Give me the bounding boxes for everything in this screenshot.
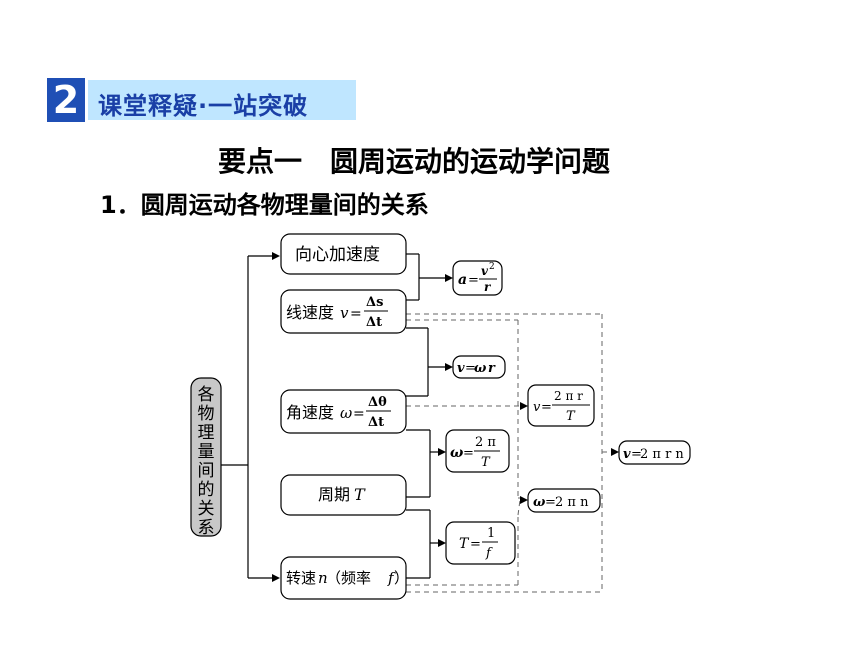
diagram-label: 角速度	[286, 403, 334, 422]
diagram-label: Δt	[366, 315, 382, 330]
arrowhead	[438, 539, 446, 547]
diagram-label: 2 π n	[555, 495, 589, 510]
diagram-label: ）	[394, 569, 409, 587]
diagram-label: T	[481, 455, 491, 470]
diagram-label: T	[566, 409, 576, 424]
diagram-label: ω	[533, 495, 546, 510]
connector-line	[517, 499, 521, 516]
diagram-label: 2 π	[475, 435, 496, 450]
diagram-label: T	[459, 536, 470, 552]
node-rotation-speed: 转速 n （频率 f ）	[280, 556, 409, 600]
diagram-label: =	[463, 446, 474, 461]
diagram-label: =	[545, 495, 556, 510]
diagram-label: f	[387, 569, 396, 587]
diagram-label: （频率	[326, 569, 371, 587]
diagram-label: 转速	[286, 569, 316, 587]
diagram-box	[280, 233, 407, 275]
diagram-box	[280, 556, 407, 600]
connector-lines	[221, 253, 446, 579]
formula-a-equals-v2-over-r: a = v 2 r	[452, 260, 503, 296]
diagram-box	[452, 260, 503, 296]
diagram-label: v	[533, 400, 541, 415]
diagram-label: 2 π r	[554, 389, 583, 403]
diagram-label: v	[623, 447, 631, 462]
formula-omega-equals-2pin: ω = 2 π n	[527, 488, 601, 513]
arrowhead	[438, 448, 446, 456]
diagram-label: =	[465, 361, 476, 376]
diagram-box	[280, 289, 407, 334]
root-node: 各 物 理 量 间 的 关 系	[190, 377, 222, 538]
node-centripetal-acceleration: 向心加速度	[280, 233, 407, 275]
diagram-box	[452, 355, 506, 379]
diagram-label: =	[353, 406, 365, 422]
diagram-label: ω	[474, 361, 487, 376]
diagram-box	[280, 474, 407, 516]
arrowhead	[520, 496, 528, 504]
root-char: 的	[198, 480, 215, 500]
root-char: 理	[198, 423, 215, 443]
section-title-banner: 课堂释疑·一站突破	[88, 80, 356, 120]
section-title: 课堂释疑·一站突破	[98, 92, 309, 120]
diagram-label: r	[484, 280, 492, 294]
diagram-label: 周期	[318, 485, 350, 504]
diagram-label: 向心加速度	[295, 245, 380, 265]
diagram-box	[527, 488, 601, 513]
root-char: 物	[198, 404, 215, 424]
diagram-label: =	[541, 400, 552, 415]
diagram-label: 1	[487, 526, 495, 541]
formula-T-equals-1-over-f: T = 1 f	[445, 521, 516, 565]
diagram-label: v	[457, 361, 465, 376]
diagram-label: =	[470, 537, 481, 552]
diagram-box	[280, 389, 407, 434]
arrowhead	[445, 274, 453, 282]
diagram-label: n	[318, 569, 328, 587]
subheading: 1．圆周运动各物理量间的关系	[100, 191, 429, 219]
arrowhead	[520, 402, 528, 410]
node-period: 周期 T	[280, 474, 407, 516]
root-char: 量	[198, 442, 215, 462]
diagram-label: =	[468, 273, 479, 288]
diagram-label: 2	[489, 262, 495, 272]
diagram-label: f	[485, 546, 493, 561]
diagram-label: Δs	[366, 295, 383, 310]
arrowhead	[611, 448, 619, 456]
section-number-badge: 2	[47, 78, 85, 122]
formula-v-equals-2pirn: v = 2 π r n	[618, 440, 691, 465]
diagram-label: =	[350, 306, 362, 322]
dashed-lines	[406, 313, 612, 593]
diagram-label: T	[354, 485, 366, 504]
diagram-label: a	[458, 272, 467, 288]
diagram-label: Δt	[368, 415, 384, 430]
diagram-label: Δθ	[368, 395, 387, 410]
diagram-box	[190, 377, 222, 537]
node-linear-speed: 线速度 v = Δs Δt	[280, 289, 407, 334]
formula-omega-equals-2pi-over-T: ω = 2 π T	[445, 429, 510, 473]
diagram-label: v	[481, 264, 489, 278]
diagram-label: =	[631, 447, 642, 462]
diagram-label: r	[488, 361, 496, 376]
root-char: 各	[198, 385, 215, 405]
arrowhead	[272, 252, 280, 260]
root-char: 系	[198, 518, 215, 538]
node-angular-speed: 角速度 ω = Δθ Δt	[280, 389, 407, 434]
root-char: 间	[198, 461, 215, 481]
diagram-label: v	[340, 304, 349, 322]
formula-v-equals-2pir-over-T: v = 2 π r T	[527, 384, 595, 427]
diagram-label: ω	[450, 445, 464, 461]
diagram-box	[618, 440, 691, 465]
root-char: 关	[198, 499, 215, 519]
arrowhead	[272, 574, 280, 582]
diagram-label: 2 π r n	[640, 447, 684, 462]
diagram-box	[445, 521, 516, 565]
formula-v-equals-omega-r: v = ω r	[452, 355, 506, 379]
arrowhead	[445, 363, 453, 371]
arrowheads	[272, 252, 619, 582]
diagram-label: ω	[340, 404, 352, 422]
key-point-heading: 要点一 圆周运动的运动学问题	[218, 145, 611, 178]
diagram-label: 线速度	[286, 303, 334, 322]
